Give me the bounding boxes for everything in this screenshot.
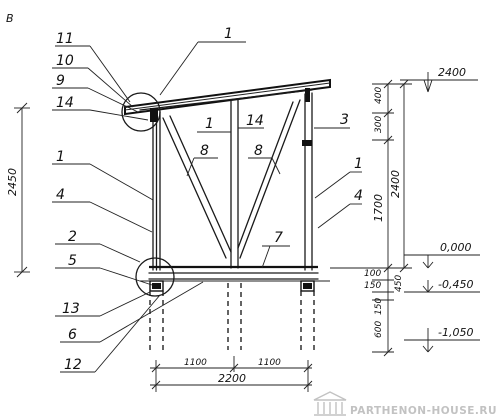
view-letter: B	[6, 12, 14, 25]
callout-2: 2	[68, 229, 77, 245]
dim-right-total: 2400	[389, 170, 402, 198]
callout-13: 13	[62, 301, 80, 317]
watermark-text: PARTHENON-HOUSE.RU	[350, 405, 497, 417]
floor-beam	[140, 265, 330, 282]
elevation-minus-1050: -1,050	[438, 326, 473, 339]
dim-bottom-total: 2200	[218, 372, 246, 385]
left-dimension-line	[14, 102, 30, 278]
dim-right-100: 100	[364, 269, 381, 279]
detail-circle-bottom	[135, 257, 175, 297]
callout-1-left: 1	[56, 149, 65, 165]
callout-5: 5	[68, 253, 77, 269]
dim-bottom-1100-left: 1100	[184, 358, 207, 368]
dim-right-150b: 150	[374, 298, 384, 315]
callout-4-left: 4	[56, 187, 65, 203]
callout-4-right: 4	[354, 188, 363, 204]
dim-right-300: 300	[374, 116, 384, 133]
callout-7: 7	[274, 230, 283, 246]
callout-8-right: 8	[254, 143, 263, 159]
left-post	[150, 108, 161, 271]
bottom-dimension-lines	[150, 356, 313, 392]
dim-right-150: 150	[364, 281, 381, 291]
dim-right-450: 450	[394, 275, 404, 292]
callout-11: 11	[56, 31, 74, 47]
dim-left-height: 2450	[6, 168, 19, 196]
callout-8-left: 8	[200, 143, 209, 159]
right-post	[302, 92, 313, 271]
callout-9: 9	[56, 73, 65, 89]
watermark-logo-icon	[313, 391, 347, 416]
elevation-marks	[404, 254, 480, 353]
callout-14-post: 14	[246, 113, 264, 129]
callout-14-left: 14	[56, 95, 74, 111]
dim-top-width: 2400	[438, 66, 466, 79]
callout-10: 10	[56, 53, 74, 69]
diagonal-braces	[162, 99, 301, 259]
elevation-minus-450: -0,450	[438, 278, 473, 291]
watermark: PARTHENON-HOUSE.RU	[313, 391, 497, 417]
dim-right-400: 400	[374, 87, 384, 104]
center-post	[230, 98, 239, 269]
callout-1-right: 1	[354, 156, 363, 172]
dim-right-600: 600	[374, 321, 384, 338]
right-dimension-chain	[330, 79, 412, 357]
dim-bottom-1100-right: 1100	[258, 358, 281, 368]
leader-lines	[52, 41, 362, 373]
callout-3: 3	[340, 112, 349, 128]
callout-6: 6	[68, 327, 77, 343]
callout-1-top: 1	[224, 26, 233, 42]
callout-12: 12	[64, 357, 82, 373]
callout-1-post: 1	[205, 116, 214, 132]
elevation-zero: 0,000	[440, 241, 472, 254]
top-right-dimension	[400, 72, 478, 93]
detail-circle-top	[121, 92, 161, 132]
footings	[149, 280, 315, 350]
dim-right-1700: 1700	[372, 194, 385, 222]
